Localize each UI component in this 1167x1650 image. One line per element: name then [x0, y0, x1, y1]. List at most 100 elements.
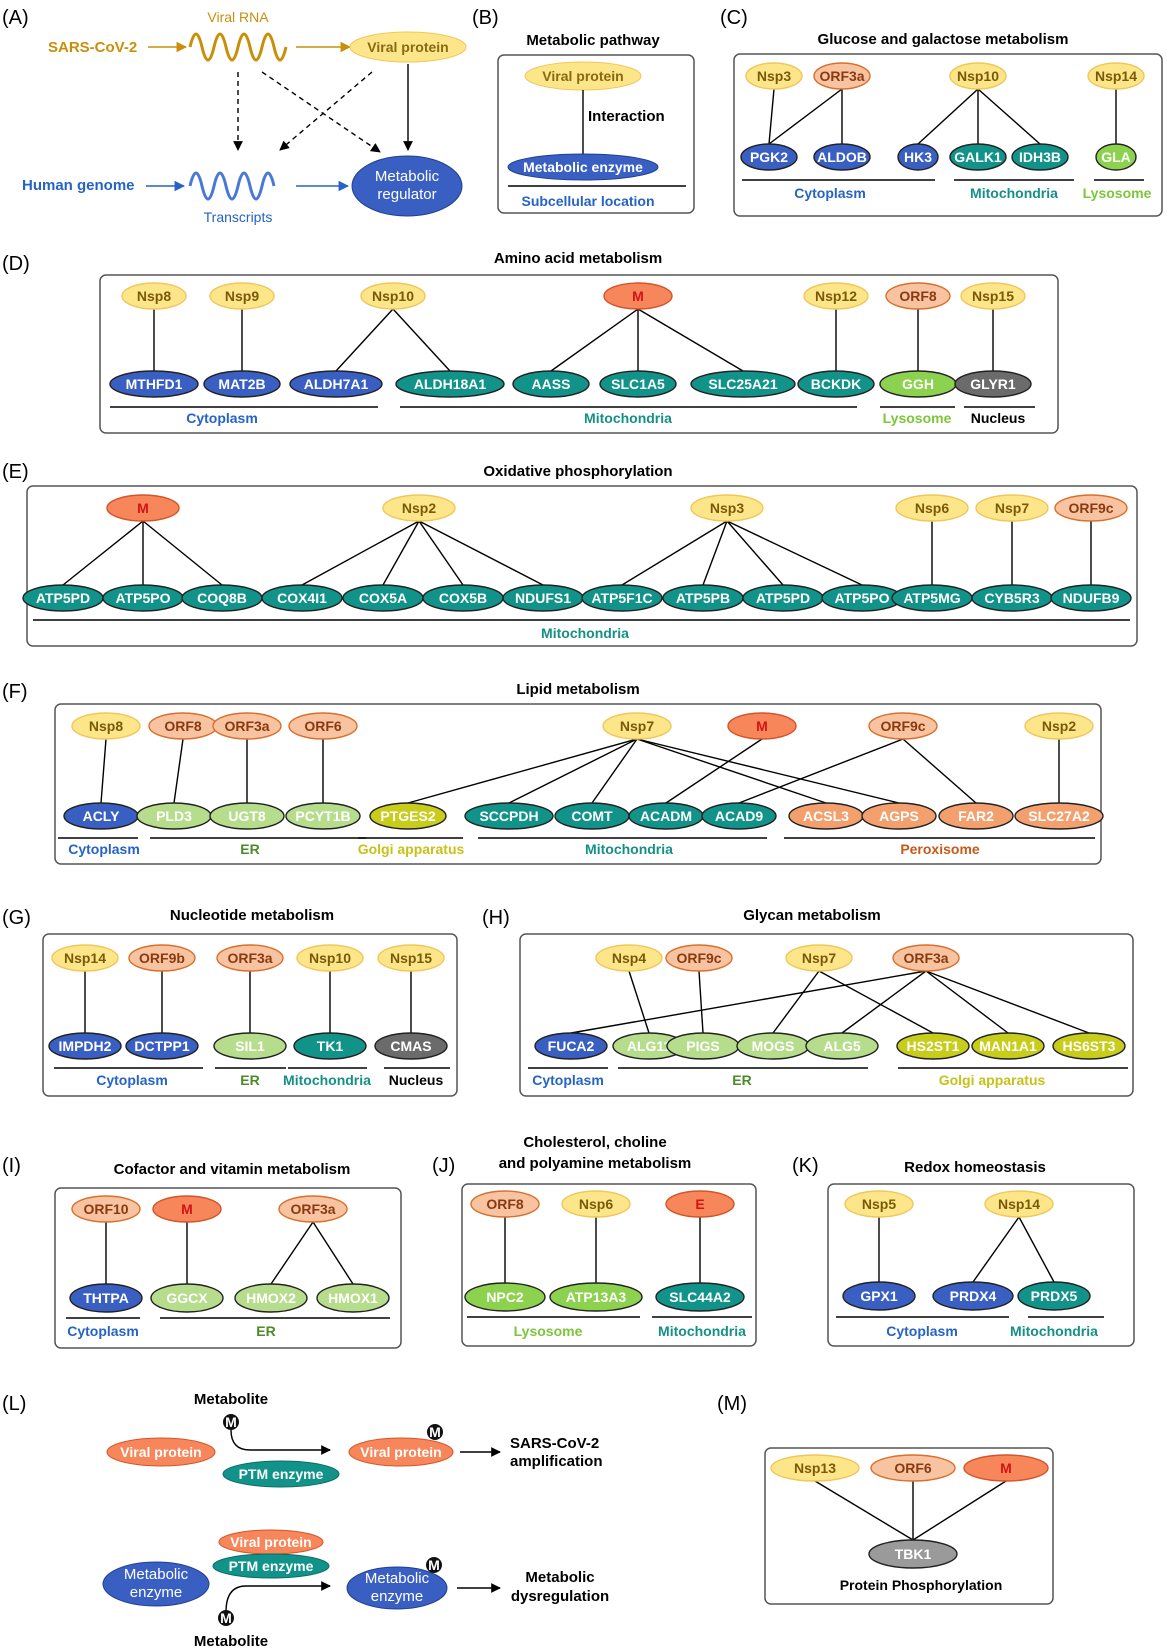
panel-h-edge-orf3a-alg5 [841, 970, 927, 1034]
panel-f-location-cytoplasm: Cytoplasm [68, 841, 140, 857]
box-e [26, 485, 1138, 647]
panel-e-viral-label-nsp6: Nsp6 [915, 500, 949, 516]
panel-e-viral-label-nsp3: Nsp3 [710, 500, 744, 516]
panel-d-viral-node-m [603, 282, 673, 310]
l-m-badge-2-label: M [429, 1424, 441, 1440]
panel-d-enzyme-label-mthfd1: MTHFD1 [126, 376, 183, 392]
panel-k-enzyme-node-prdx5 [1017, 1281, 1091, 1311]
l-viral-protein-2-label: Viral protein [360, 1444, 441, 1460]
b-interaction-label: Interaction [588, 108, 665, 125]
panel-d-enzyme-node-aldh7a1 [289, 370, 383, 398]
title-g: Nucleotide metabolism [170, 907, 334, 924]
panel-k-location-mitochondria: Mitochondria [1010, 1323, 1098, 1339]
l-sars-amp-1: SARS-CoV-2 [510, 1435, 599, 1452]
panel-c-enzyme-node-galk1 [949, 143, 1007, 171]
panel-i-viral-label-m: M [181, 1201, 193, 1217]
l-m-badge-4-label: M [428, 1557, 440, 1573]
panel-d-enzyme-node-bckdk [797, 370, 875, 398]
panel-m-edge-nsp13-tbk1 [814, 1480, 914, 1541]
l-bottom-arrow [225, 1581, 331, 1613]
panel-h-viral-label-nsp7: Nsp7 [802, 950, 836, 966]
panel-g-viral-label-nsp14: Nsp14 [64, 950, 106, 966]
panel-f-enzyme-node-acad9 [701, 802, 777, 830]
panel-g-enzyme-label-dctpp1: DCTPP1 [134, 1038, 189, 1054]
panel-f-enzyme-node-slc27a2 [1014, 802, 1104, 830]
panel-m-edge-m-tbk1 [912, 1480, 1007, 1541]
panel-g-viral-node-orf3a [216, 944, 284, 972]
panel-g-viral-label-nsp10: Nsp10 [309, 950, 351, 966]
panel-h-edge-orf9c-pigs [698, 970, 704, 1034]
l-metabolite-top: Metabolite [194, 1391, 268, 1408]
panel-f-enzyme-node-far2 [938, 802, 1014, 830]
panel-m-viral-label-nsp13: Nsp13 [794, 1460, 836, 1476]
panel-c-edge-orf3a-pgk2 [768, 88, 843, 145]
panel-label-i: (I) [2, 1155, 21, 1177]
panel-g-viral-label-orf3a: ORF3a [227, 950, 272, 966]
l-viral-protein-1 [106, 1437, 216, 1467]
panel-f-viral-node-nsp8 [71, 712, 141, 740]
panel-f-enzyme-label-comt: COMT [571, 808, 613, 824]
panel-g-location-er: ER [240, 1072, 259, 1088]
panel-c-viral-label-nsp14: Nsp14 [1095, 68, 1137, 84]
panel-e-viral-node-nsp2 [382, 494, 456, 522]
panel-d-enzyme-label-mat2b: MAT2B [218, 376, 265, 392]
panel-i-viral-label-orf10: ORF10 [83, 1201, 128, 1217]
rna-to-regulator-arrow [261, 71, 381, 153]
panel-d-viral-node-nsp15 [960, 282, 1026, 310]
panel-h-enzyme-label-alg5: ALG5 [823, 1038, 861, 1054]
panel-h-enzyme-node-hs6st3 [1052, 1032, 1126, 1060]
panel-j-viral-node-e [665, 1190, 735, 1218]
panel-k-enzyme-label-gpx1: GPX1 [860, 1288, 898, 1304]
panel-f-viral-label-nsp8: Nsp8 [89, 718, 123, 734]
panel-f-viral-label-m: M [756, 718, 768, 734]
panel-g-enzyme-node-cmas [374, 1032, 448, 1060]
panel-f-enzyme-label-agps: AGPS [879, 808, 919, 824]
box-g [42, 933, 458, 1097]
panel-f-viral-label-orf9c: ORF9c [880, 718, 925, 734]
l-m-badge-1-label: M [225, 1414, 237, 1430]
panel-c-viral-node-nsp3 [745, 62, 803, 90]
panel-i-viral-node-orf10 [71, 1195, 141, 1223]
panel-j-enzyme-node-atp13a3 [549, 1282, 643, 1312]
l-metabolic-enzyme-2 [346, 1566, 448, 1610]
panel-f-viral-label-nsp2: Nsp2 [1042, 718, 1076, 734]
b-subcellular-label: Subcellular location [521, 193, 654, 209]
panel-c-enzyme-label-hk3: HK3 [904, 149, 932, 165]
panel-label-g: (G) [2, 907, 31, 929]
panel-f-location-er: ER [240, 841, 259, 857]
l-viral-protein-1-label: Viral protein [120, 1444, 201, 1460]
viral-protein-label: Viral protein [367, 39, 448, 55]
l-m-badge-1 [223, 1414, 239, 1430]
panel-d-enzyme-label-slc1a5: SLC1A5 [611, 376, 665, 392]
panel-e-edge-nsp3-atp5pd-b [726, 520, 784, 586]
panel-h-enzyme-node-man1a1 [971, 1032, 1045, 1060]
panel-f-enzyme-label-far2: FAR2 [958, 808, 994, 824]
panel-d-enzyme-node-aass [512, 370, 590, 398]
panel-c-enzyme-node-idh3b [1011, 143, 1069, 171]
panel-h-enzyme-label-pigs: PIGS [686, 1038, 719, 1054]
panel-d-viral-label-orf8: ORF8 [899, 288, 937, 304]
panel-c-viral-label-orf3a: ORF3a [819, 68, 864, 84]
panel-f-edge-nsp7-agps [636, 738, 900, 804]
panel-d-enzyme-label-bckdk: BCKDK [811, 376, 862, 392]
panel-e-enzyme-node-atp5f1c [581, 584, 663, 612]
panel-c-enzyme-label-galk1: GALK1 [954, 149, 1002, 165]
panel-e-edge-nsp2-ndufs1 [418, 520, 544, 586]
panel-g-enzyme-node-sil1 [213, 1032, 287, 1060]
panel-f-location-mitochondria: Mitochondria [585, 841, 673, 857]
panel-d-enzyme-node-mat2b [203, 370, 281, 398]
panel-e-viral-label-m: M [137, 500, 149, 516]
title-k: Redox homeostasis [904, 1159, 1046, 1176]
panel-label-j: (J) [432, 1155, 455, 1177]
human-genome-label: Human genome [22, 177, 135, 194]
panel-f-viral-label-nsp7: Nsp7 [620, 718, 654, 734]
panel-h-viral-node-orf9c [665, 944, 733, 972]
panel-c-enzyme-node-gla [1095, 143, 1137, 171]
l-m-badge-4 [426, 1557, 442, 1573]
panel-f-edge-nsp7-sccpdh [508, 738, 638, 804]
panel-m-enzyme-node-tbk1 [868, 1539, 958, 1569]
